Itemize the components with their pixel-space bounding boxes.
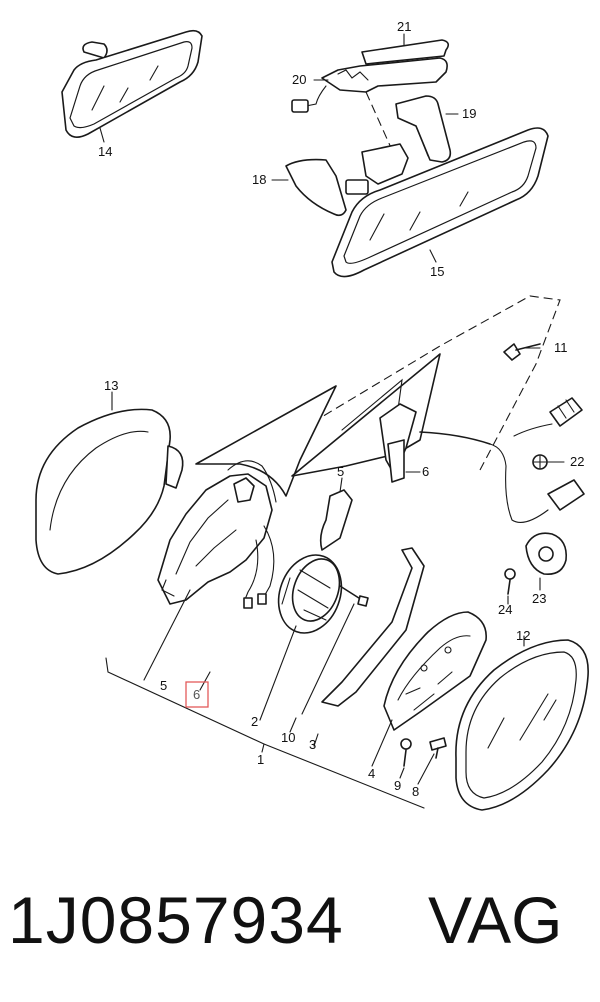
mirror-cover-21 [361,39,450,65]
callout-4: 4 [368,766,375,781]
wiring-harness [419,423,553,523]
clip-8 [429,737,447,759]
mirror-base-frame [157,460,277,609]
callout-6-upper: 6 [422,464,429,479]
callout-6-lower: 6 [193,687,200,702]
door-window-outline [299,295,561,471]
trim-cover-18 [285,143,409,217]
callout-12: 12 [516,628,530,643]
callout-18: 18 [252,172,266,187]
connector-lower [547,479,585,511]
clip-22 [532,454,548,470]
callout-5-upper: 5 [337,464,344,479]
callout-1: 1 [257,752,264,767]
callout-5-lower: 5 [160,678,167,693]
callout-14: 14 [98,144,112,159]
footer: 1J0857934 VAG [0,880,600,980]
gasket-23 [525,532,568,576]
bracket-6-upper [387,439,405,483]
screw-9 [400,738,412,767]
callout-3: 3 [309,737,316,752]
exploded-parts-diagram: 14 21 20 19 18 15 13 11 5 6 22 23 24 12 … [35,19,589,811]
interior-mirror-large [331,127,549,278]
callout-20: 20 [292,72,306,87]
callout-13: 13 [104,378,118,393]
adjuster-motor-2 [277,554,343,634]
screw-10 [339,585,369,607]
leader-lines [99,33,565,809]
screw-24 [504,568,516,595]
callout-24: 24 [498,602,512,617]
callout-9: 9 [394,778,401,793]
callout-11: 11 [554,340,568,355]
mirror-glass-12 [455,639,589,811]
sensor-bracket-20 [291,57,448,151]
housing-cover-4 [383,611,487,731]
interior-mirror-small [61,29,203,138]
part-number: 1J0857934 [8,883,344,957]
highlight-box-6 [185,681,209,708]
callout-labels: 14 21 20 19 18 15 13 11 5 6 22 23 24 12 … [98,19,584,799]
callout-22: 22 [570,454,584,469]
brand-name: VAG [428,883,563,957]
callout-8: 8 [412,784,419,799]
trim-cover-19 [395,95,452,163]
trim-5-upper [319,489,353,551]
connector-upper [549,397,583,427]
callout-15: 15 [430,264,444,279]
mirror-housing-13 [35,408,184,575]
callout-2: 2 [251,714,258,729]
callout-10: 10 [281,730,295,745]
callout-19: 19 [462,106,476,121]
callout-23: 23 [532,591,546,606]
seal-strip-3 [321,547,425,707]
bolt-11 [503,343,541,361]
callout-21: 21 [397,19,411,34]
